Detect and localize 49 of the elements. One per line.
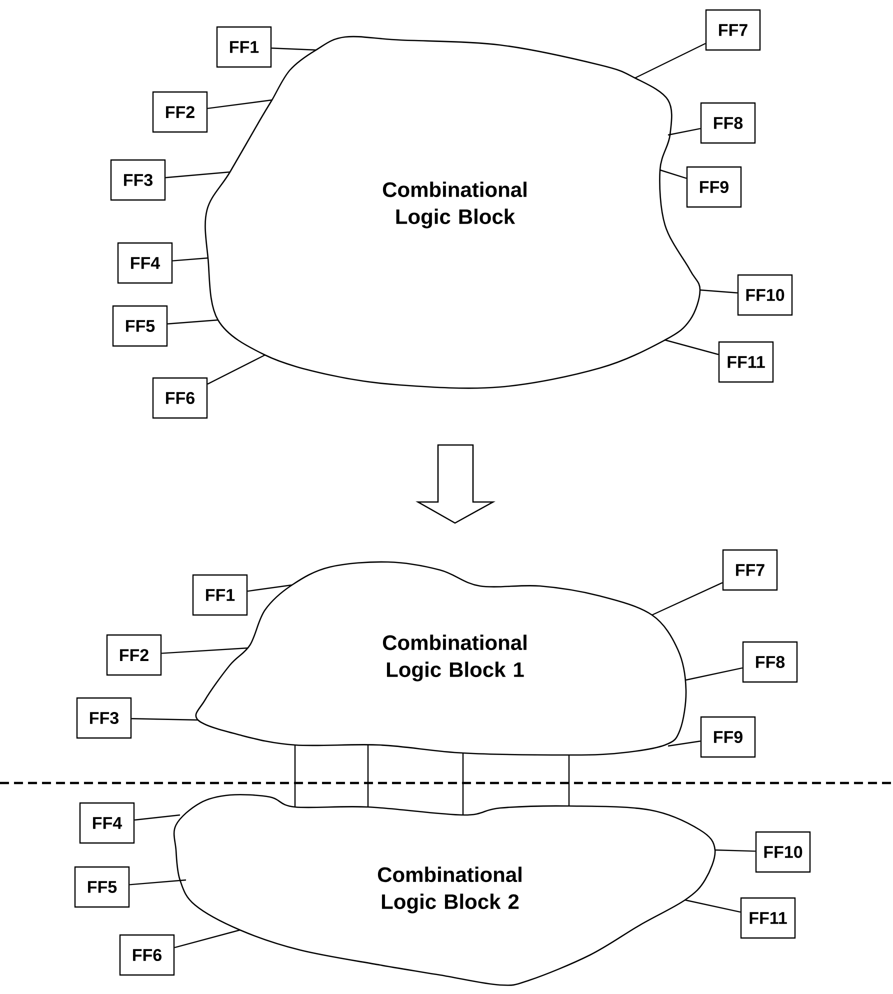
connection-line — [174, 929, 240, 948]
flip-flop-box: FF7 — [722, 549, 778, 591]
connection-line — [130, 879, 186, 886]
flip-flop-box: FF11 — [740, 897, 796, 939]
connection-line — [132, 718, 198, 721]
flip-flop-box: FF8 — [700, 102, 756, 144]
connection-line — [134, 814, 180, 821]
connection-line — [634, 42, 706, 79]
flip-flop-box: FF5 — [74, 866, 130, 908]
connection-line — [684, 899, 741, 913]
flip-flop-box: FF10 — [755, 831, 811, 873]
connection-line — [208, 99, 272, 109]
flip-flop-box: FF3 — [110, 159, 166, 201]
flip-flop-box: FF2 — [106, 634, 162, 676]
connection-line — [168, 319, 218, 324]
flip-flop-box: FF5 — [112, 305, 168, 347]
connecting-wire — [294, 745, 296, 807]
flip-flop-box: FF6 — [152, 377, 208, 419]
flip-flop-box: FF1 — [192, 574, 248, 616]
flip-flop-box: FF10 — [737, 274, 793, 316]
flip-flop-box: FF1 — [216, 26, 272, 68]
connection-line — [162, 647, 248, 654]
connection-line — [172, 257, 208, 262]
flip-flop-box: FF4 — [117, 242, 173, 284]
flip-flop-box: FF11 — [718, 341, 774, 383]
connecting-wire — [367, 745, 369, 807]
flip-flop-box: FF4 — [79, 802, 135, 844]
connection-line — [652, 582, 723, 616]
logic-block-cloud: Combinational Logic Block 2 — [173, 794, 716, 986]
connection-line — [660, 169, 687, 179]
flip-flop-box: FF3 — [76, 697, 132, 739]
connecting-wire — [462, 753, 464, 815]
flip-flop-box: FF2 — [152, 91, 208, 133]
connection-line — [166, 171, 230, 178]
connection-line — [668, 740, 700, 747]
flip-flop-box: FF9 — [700, 716, 756, 758]
connection-line — [207, 354, 266, 385]
flip-flop-box: FF6 — [119, 934, 175, 976]
connection-line — [664, 339, 719, 356]
connection-line — [714, 849, 756, 852]
flip-flop-box: FF9 — [686, 166, 742, 208]
connection-line — [668, 128, 701, 136]
flip-flop-box: FF8 — [742, 641, 798, 683]
connection-line — [700, 289, 738, 294]
connection-line — [248, 584, 292, 592]
connecting-wire — [568, 755, 570, 806]
flip-flop-box: FF7 — [705, 9, 761, 51]
connection-line — [686, 667, 743, 681]
connection-line — [272, 48, 316, 51]
